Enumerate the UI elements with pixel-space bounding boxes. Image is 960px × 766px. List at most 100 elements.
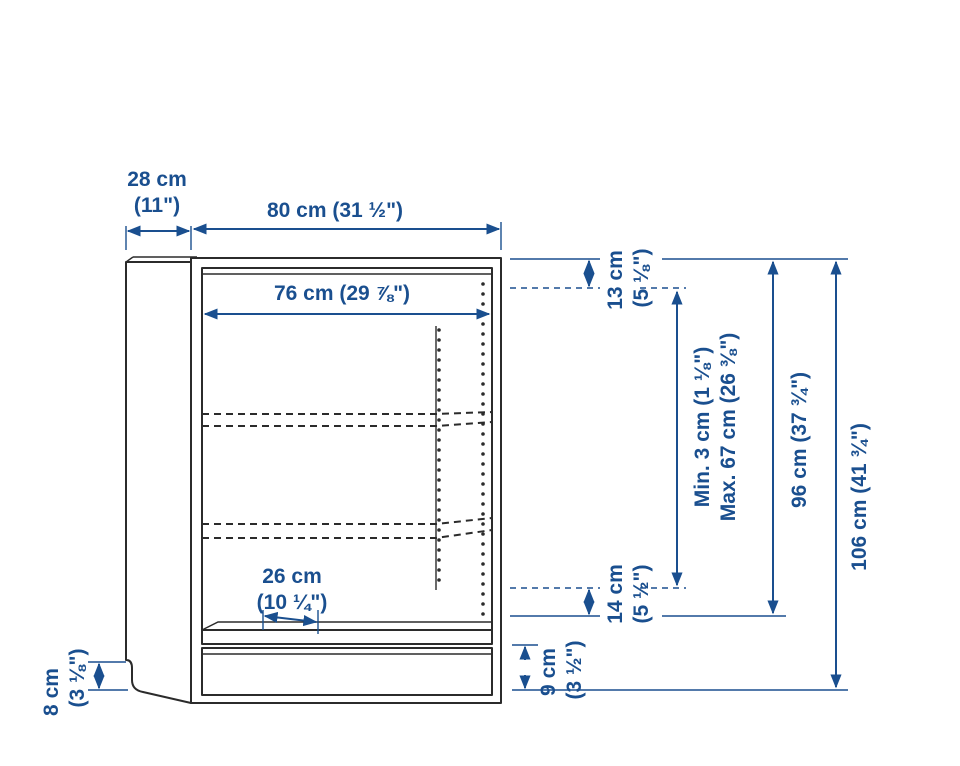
shelf-pin-hole	[437, 478, 441, 482]
shelf-range-min-label: Min. 3 cm (1 ⅛")	[691, 347, 714, 508]
inner-width-label: 76 cm (29 ⅞")	[274, 282, 410, 305]
shelf-pin-hole	[437, 418, 441, 422]
bottom-gap-imperial-label: (5 ½")	[630, 565, 653, 624]
bookcase	[125, 256, 502, 704]
shelf-pin-hole	[437, 498, 441, 502]
shelf-pin-hole	[481, 492, 485, 496]
shelf-pin-hole	[481, 482, 485, 486]
shelf-pin-hole	[481, 302, 485, 306]
plinth	[201, 647, 493, 696]
shelf-depth-dimension: 26 cm (10 ¼")	[257, 565, 328, 634]
shelf-pin-hole	[437, 568, 441, 572]
shelf-pin-hole	[481, 432, 485, 436]
shelf-pin-hole	[481, 322, 485, 326]
adjustable-shelf-upper	[201, 411, 493, 427]
shelf-pin-hole	[437, 368, 441, 372]
depth-metric-label: 28 cm	[127, 168, 187, 191]
total-height-dimension: 106 cm (41 ¾")	[600, 258, 871, 691]
outer-width-label: 80 cm (31 ½")	[267, 199, 403, 222]
shelf-pin-hole	[481, 442, 485, 446]
top-gap-dimension: 13 cm (5 ⅛")	[510, 249, 653, 310]
depth-dimension: 28 cm (11")	[125, 168, 192, 250]
shelf-pin-hole	[437, 538, 441, 542]
shelf-pin-hole	[437, 488, 441, 492]
shelf-pin-hole	[437, 458, 441, 462]
shelf-pin-hole	[437, 528, 441, 532]
shelf-pin-hole	[481, 362, 485, 366]
shelf-pin-hole	[481, 612, 485, 616]
shelf-range-max-label: Max. 67 cm (26 ⅜")	[717, 333, 740, 522]
shelf-pin-hole	[437, 448, 441, 452]
shelf-pin-hole	[481, 382, 485, 386]
shelf-pin-hole	[481, 552, 485, 556]
shelf-pin-hole	[437, 408, 441, 412]
shelf-pin-hole	[481, 292, 485, 296]
shelf-pin-hole	[437, 378, 441, 382]
shelf-pin-hole	[481, 572, 485, 576]
shelf-pin-hole	[481, 562, 485, 566]
plinth-side-dimension: 8 cm (3 ⅛")	[40, 649, 128, 716]
shelf-pin-hole	[481, 372, 485, 376]
shelf-pin-hole	[437, 328, 441, 332]
side-panel-top-edge	[125, 256, 134, 263]
shelf-pin-hole	[481, 452, 485, 456]
top-gap-imperial-label: (5 ⅛")	[630, 249, 653, 308]
shelf-pin-hole	[481, 472, 485, 476]
plinth-front-metric-label: 9 cm	[537, 648, 560, 696]
inner-width-dimension: 76 cm (29 ⅞")	[203, 282, 491, 320]
shelf-range-dimension: Min. 3 cm (1 ⅛") Max. 67 cm (26 ⅜")	[640, 287, 740, 589]
shelf-pin-hole	[481, 282, 485, 286]
shelf-pin-hole	[481, 352, 485, 356]
shelf-pin-hole	[481, 522, 485, 526]
shelf-pin-hole	[481, 412, 485, 416]
shelf-pin-hole	[481, 332, 485, 336]
bottom-gap-metric-label: 14 cm	[604, 564, 627, 624]
inner-height-dimension: 96 cm (37 ¾")	[662, 258, 811, 617]
shelf-pin-hole	[481, 582, 485, 586]
adjustable-shelf-lower	[201, 517, 493, 539]
shelf-pin-holes-front	[481, 282, 485, 616]
shelf-pin-hole	[437, 518, 441, 522]
shelf-pin-hole	[437, 558, 441, 562]
total-height-label: 106 cm (41 ¾")	[848, 423, 871, 571]
shelf-pin-hole	[481, 342, 485, 346]
shelf-pin-hole	[481, 462, 485, 466]
bottom-gap-dimension: 14 cm (5 ½")	[510, 564, 653, 624]
shelf-pin-hole	[437, 508, 441, 512]
shelf-pin-hole	[437, 358, 441, 362]
plinth-side-imperial-label: (3 ⅛")	[66, 649, 89, 708]
outer-width-dimension: 80 cm (31 ½")	[192, 199, 502, 250]
plinth-side-metric-label: 8 cm	[40, 668, 63, 716]
shelf-pin-holes-back	[437, 328, 441, 582]
plinth-front-imperial-label: (3 ½")	[563, 641, 586, 700]
side-panel	[125, 261, 192, 704]
shelf-pin-hole	[437, 388, 441, 392]
plinth-front-dimension: 9 cm (3 ½")	[512, 641, 600, 700]
shelf-pin-hole	[481, 592, 485, 596]
shelf-pin-hole	[437, 548, 441, 552]
shelf-pin-hole	[437, 438, 441, 442]
shelf-depth-imperial-label: (10 ¼")	[257, 591, 328, 614]
shelf-pin-hole	[481, 422, 485, 426]
shelf-pin-hole	[481, 392, 485, 396]
shelf-pin-hole	[437, 348, 441, 352]
shelf-depth-metric-label: 26 cm	[262, 565, 322, 588]
bottom-shelf	[201, 629, 493, 645]
shelf-pin-hole	[481, 402, 485, 406]
depth-imperial-label: (11")	[134, 194, 180, 217]
shelf-pin-hole	[481, 542, 485, 546]
interior-opening	[201, 267, 493, 631]
shelf-pin-hole	[437, 468, 441, 472]
shelf-pin-hole	[481, 602, 485, 606]
bottom-shelf-back	[201, 621, 492, 631]
shelf-pin-hole	[437, 578, 441, 582]
shelf-pin-hole	[437, 398, 441, 402]
top-gap-metric-label: 13 cm	[604, 250, 627, 310]
shelf-pin-hole	[437, 338, 441, 342]
shelf-pin-hole	[481, 512, 485, 516]
inner-height-label: 96 cm (37 ¾")	[788, 372, 811, 508]
shelf-pin-hole	[437, 428, 441, 432]
shelf-pin-hole	[481, 502, 485, 506]
shelf-pin-hole	[481, 532, 485, 536]
